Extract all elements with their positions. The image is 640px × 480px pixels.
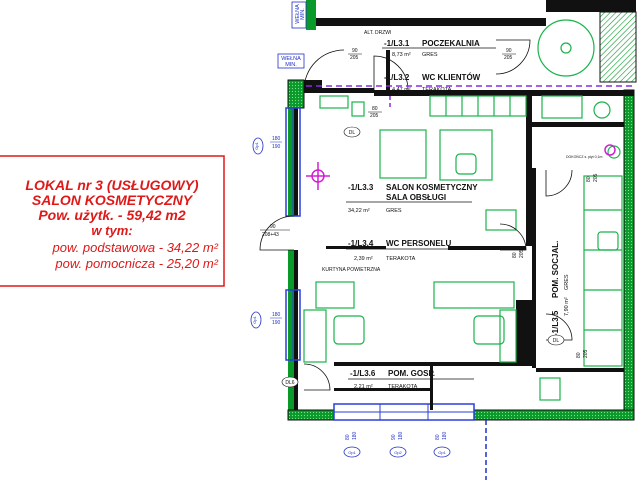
- svg-text:Op2: Op2: [394, 450, 402, 455]
- window-tag-3: 80 180 Op1: [343, 431, 361, 458]
- svg-text:DL: DL: [553, 338, 560, 344]
- svg-text:190: 190: [272, 320, 281, 326]
- unit-info-line4: w tym:: [91, 223, 132, 238]
- svg-text:180: 180: [442, 431, 448, 440]
- unit-info-line1: LOKAL nr 3 (USŁUGOWY): [25, 177, 199, 193]
- insulation-label-left: WEŁNA MIN.: [277, 53, 305, 69]
- svg-text:DL6: DL6: [285, 380, 294, 386]
- svg-text:-1/L3.4: -1/L3.4: [348, 239, 374, 248]
- svg-text:Op1: Op1: [252, 315, 257, 323]
- room-label-l3-6: -1/L3.6 POM. GOSP. 2,21 m² TERAKOTA: [348, 369, 474, 390]
- svg-text:205: 205: [583, 349, 589, 358]
- svg-text:80: 80: [372, 106, 378, 112]
- window-tag-2: 180 190 Op1: [250, 311, 282, 329]
- svg-text:Op1: Op1: [254, 141, 259, 149]
- dl-tag-1: DL: [343, 126, 361, 138]
- svg-text:GRES: GRES: [422, 52, 438, 58]
- unit-info-line5: pow. podstawowa - 34,22 m²: [52, 240, 219, 255]
- alt-door-label: ALT. DRZWI: [364, 30, 391, 36]
- svg-text:205: 205: [519, 249, 525, 258]
- svg-text:DL: DL: [349, 130, 356, 136]
- svg-text:Op1: Op1: [438, 450, 446, 455]
- svg-text:-1/L3.3: -1/L3.3: [348, 183, 374, 192]
- svg-text:POCZEKALNIA: POCZEKALNIA: [422, 39, 480, 48]
- svg-text:205: 205: [350, 55, 359, 61]
- svg-text:4,47 m²: 4,47 m²: [392, 87, 411, 93]
- room-label-l3-1: -1/L3.1 POCZEKALNIA 8,73 m² GRES: [382, 39, 496, 58]
- svg-text:205: 205: [504, 55, 513, 61]
- utility-note: DOKOŃCZ s. płyt 0,1m: [566, 155, 602, 159]
- svg-text:Op1: Op1: [348, 450, 356, 455]
- svg-text:7,90 m²: 7,90 m²: [564, 297, 570, 316]
- svg-text:TERAKOTA: TERAKOTA: [388, 384, 418, 390]
- svg-text:8,73 m²: 8,73 m²: [392, 52, 411, 58]
- svg-text:GRES: GRES: [386, 208, 402, 214]
- svg-text:TERAKOTA: TERAKOTA: [422, 87, 452, 93]
- window-tag-4: 90 180 Op2: [389, 431, 407, 458]
- svg-text:SALON KOSMETYCZNY: SALON KOSMETYCZNY: [386, 183, 478, 192]
- room-label-l3-4: -1/L3.4 WC PERSONELU 2,39 m² TERAKOTA: [346, 239, 470, 262]
- svg-text:80: 80: [512, 252, 518, 258]
- svg-text:POM. SOCJAL.: POM. SOCJAL.: [551, 241, 560, 298]
- room-label-l3-5: -1/L3.5 POM. SOCJAL. 7,90 m² GRES: [551, 241, 570, 336]
- pink-marker: [306, 144, 616, 190]
- unit-info-line2: SALON KOSMETYCZNY: [32, 192, 194, 208]
- svg-text:205: 205: [370, 113, 379, 119]
- svg-text:POM. GOSP.: POM. GOSP.: [388, 369, 435, 378]
- svg-text:-1/L3.1: -1/L3.1: [384, 39, 410, 48]
- svg-text:180: 180: [352, 431, 358, 440]
- air-curtain-label: KURTYNA POWIETRZNA: [322, 267, 381, 273]
- doors: [259, 39, 573, 391]
- insulation-label-top: WEŁNA MIN.: [291, 1, 307, 29]
- room-label-l3-2: -1/L3.2 WC KLIENTÓW 4,47 m² TERAKOTA: [384, 73, 481, 93]
- svg-text:-1/L3.6: -1/L3.6: [350, 369, 376, 378]
- svg-text:WEŁNA: WEŁNA: [281, 56, 301, 62]
- svg-text:190: 190: [272, 144, 281, 150]
- room-label-l3-3: -1/L3.3 SALON KOSMETYCZNY SALA OBSŁUGI 3…: [346, 183, 478, 214]
- door-sizes: 90 205 80 205 90 205 80 205 80 205 80 20…: [260, 48, 599, 358]
- svg-text:GRES: GRES: [564, 274, 570, 290]
- svg-text:180: 180: [398, 431, 404, 440]
- svg-text:MIN.: MIN.: [300, 8, 306, 20]
- svg-text:-1/L3.2: -1/L3.2: [384, 73, 410, 82]
- svg-text:WC KLIENTÓW: WC KLIENTÓW: [422, 73, 481, 82]
- svg-text:WC PERSONELU: WC PERSONELU: [386, 239, 452, 248]
- svg-text:80: 80: [586, 176, 592, 182]
- svg-text:2,39 m²: 2,39 m²: [354, 256, 373, 262]
- unit-info-box: LOKAL nr 3 (USŁUGOWY) SALON KOSMETYCZNY …: [0, 155, 225, 287]
- unit-info-line6: pow. pomocnicza - 25,20 m²: [54, 256, 218, 271]
- svg-text:WEŁNA: WEŁNA: [295, 4, 301, 24]
- svg-text:205: 205: [593, 173, 599, 182]
- svg-text:80: 80: [435, 434, 441, 440]
- svg-text:90: 90: [270, 224, 276, 230]
- svg-text:2,21 m²: 2,21 m²: [354, 384, 373, 390]
- svg-text:TERAKOTA: TERAKOTA: [386, 256, 416, 262]
- svg-text:208+43: 208+43: [262, 232, 279, 238]
- svg-text:80: 80: [345, 434, 351, 440]
- dl6-tag: DL6: [281, 376, 299, 388]
- svg-text:-1/L3.5: -1/L3.5: [551, 310, 560, 336]
- svg-text:80: 80: [576, 352, 582, 358]
- svg-text:MIN.: MIN.: [285, 62, 297, 68]
- svg-text:90: 90: [391, 434, 397, 440]
- svg-text:180: 180: [272, 136, 281, 142]
- window-tag-1: 180 190 Op1: [252, 136, 282, 155]
- svg-text:34,22 m²: 34,22 m²: [348, 208, 370, 214]
- interior-walls: [304, 50, 634, 410]
- svg-text:SALA OBSŁUGI: SALA OBSŁUGI: [386, 193, 446, 202]
- dl-tag-2: DL: [547, 334, 565, 346]
- unit-info-line3: Pow. użytk. - 59,42 m2: [38, 207, 186, 223]
- svg-text:90: 90: [352, 48, 358, 54]
- furniture: [303, 19, 623, 401]
- svg-text:90: 90: [506, 48, 512, 54]
- window-tag-5: 80 180 Op1: [433, 431, 451, 458]
- svg-text:180: 180: [272, 312, 281, 318]
